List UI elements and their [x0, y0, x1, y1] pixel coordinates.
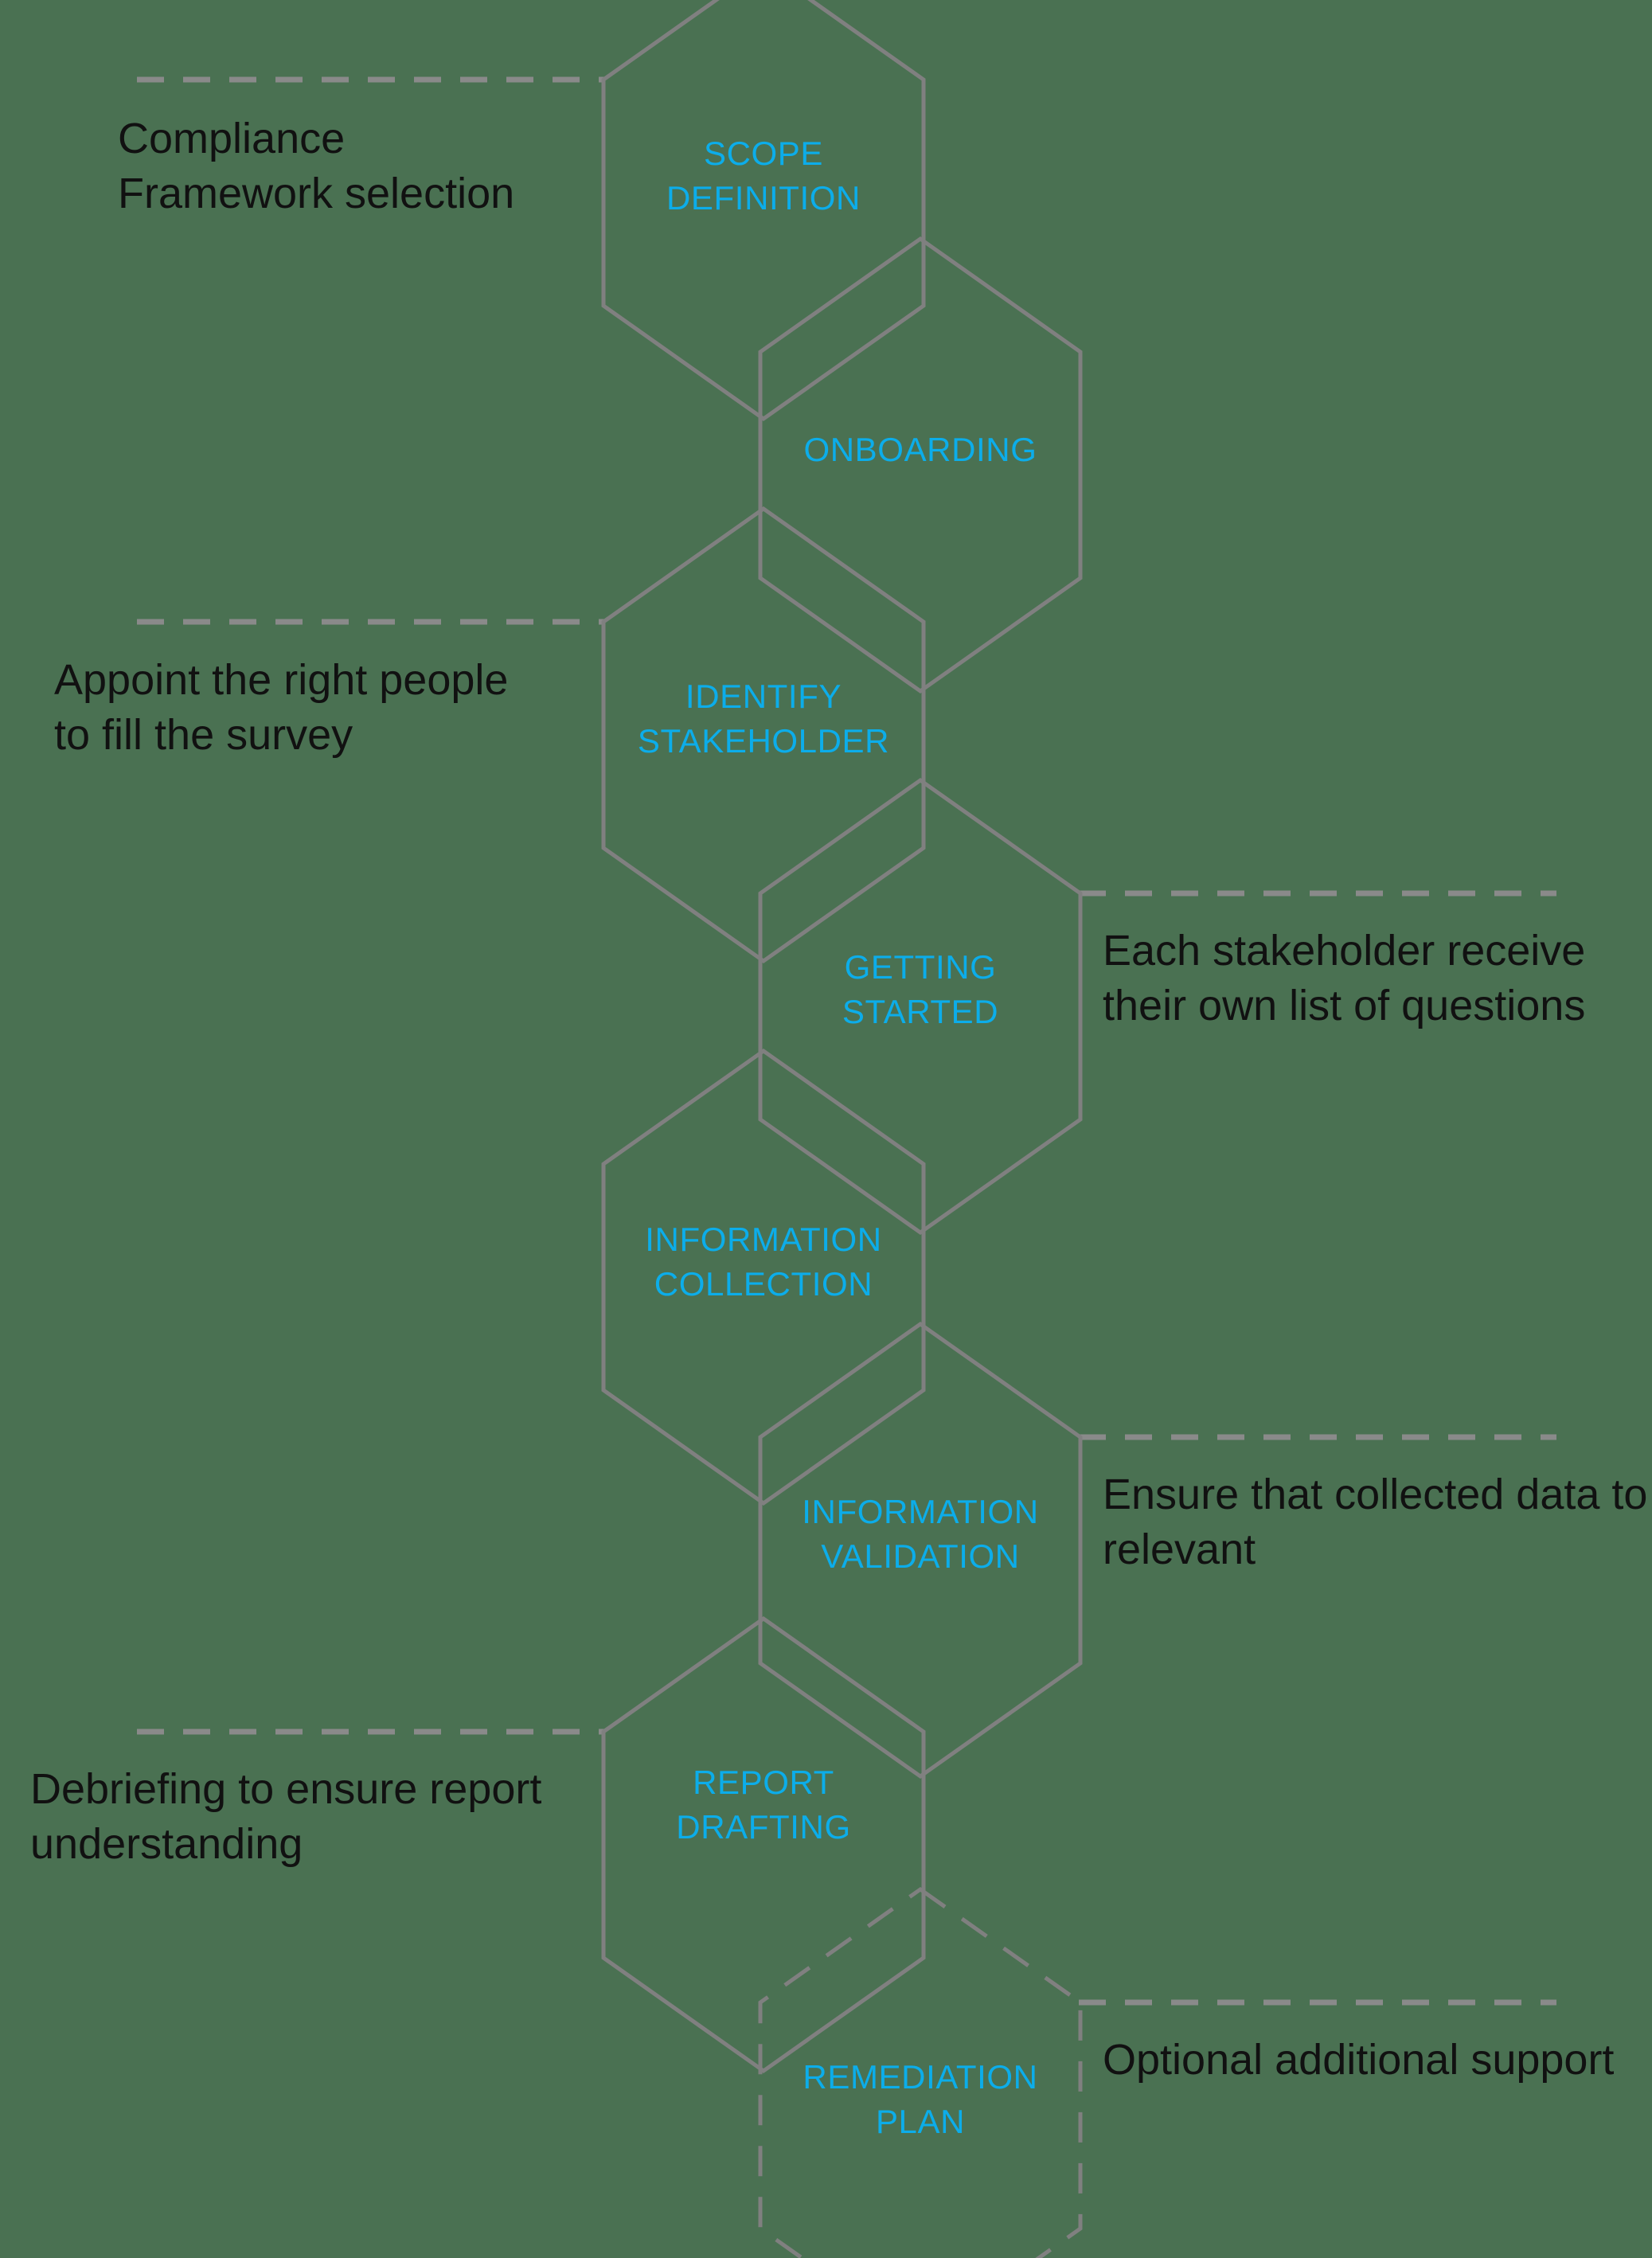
hexagon-report-drafting-label-line2: DRAFTING — [676, 1808, 850, 1846]
hexagon-information-validation-label-line1: INFORMATION — [802, 1493, 1038, 1530]
note-identify-stakeholder: Appoint the right people to fill the sur… — [54, 656, 509, 760]
note-remediation-plan: Optional additional support — [1103, 2036, 1615, 2084]
hexagon-getting-started[interactable]: GETTING STARTED — [758, 777, 1083, 1236]
hexagon-remediation-plan-label-line1: REMEDIATION — [803, 2058, 1037, 2096]
hexagon-scope-definition-label-line2: DEFINITION — [666, 179, 861, 217]
hexagon-onboarding-outline — [758, 236, 1083, 694]
hexagon-identify-stakeholder-outline — [601, 506, 926, 964]
hexagon-scope-definition-label-line1: SCOPE — [704, 135, 823, 172]
hexagon-identify-stakeholder-label-line1: IDENTIFY — [685, 678, 842, 715]
note-scope-definition: Compliance Framework selection — [118, 115, 515, 218]
hexagon-report-drafting-outline — [601, 1615, 926, 2074]
note-report-drafting: Debriefing to ensure report understandin… — [30, 1765, 542, 1869]
hexagon-onboarding-label-line1: ONBOARDING — [803, 431, 1037, 468]
note-information-validation: Ensure that collected data to relevant — [1103, 1471, 1648, 1574]
hexagon-report-drafting[interactable]: REPORT DRAFTING — [601, 1615, 926, 2074]
hexagon-information-validation[interactable]: INFORMATION VALIDATION — [758, 1321, 1083, 1779]
hexagon-information-collection-outline — [601, 1048, 926, 1506]
hexagon-remediation-plan-outline — [758, 1886, 1083, 2258]
hexagon-identify-stakeholder-label-line2: STAKEHOLDER — [638, 722, 889, 760]
hexagon-information-collection[interactable]: INFORMATION COLLECTION — [601, 1048, 926, 1506]
hexagon-remediation-plan[interactable]: REMEDIATION PLAN — [758, 1886, 1083, 2258]
hexagon-information-collection-label-line1: INFORMATION — [645, 1221, 881, 1258]
hexagon-report-drafting-label-line1: REPORT — [693, 1764, 834, 1801]
hexagon-information-validation-label-line2: VALIDATION — [821, 1537, 1020, 1575]
hexagon-identify-stakeholder[interactable]: IDENTIFY STAKEHOLDER — [601, 506, 926, 964]
hexagon-onboarding[interactable]: ONBOARDING — [758, 236, 1083, 694]
hexagon-scope-definition-outline — [601, 0, 926, 422]
hexagon-getting-started-outline — [758, 777, 1083, 1236]
hexagon-getting-started-label-line2: STARTED — [842, 993, 998, 1030]
hexagon-getting-started-label-line1: GETTING — [845, 948, 997, 986]
hexagon-remediation-plan-label-line2: PLAN — [876, 2103, 965, 2140]
hexagon-information-collection-label-line2: COLLECTION — [654, 1265, 873, 1303]
hexagon-information-validation-outline — [758, 1321, 1083, 1779]
hexagon-scope-definition[interactable]: SCOPE DEFINITION — [601, 0, 926, 422]
note-getting-started: Each stakeholder receive their own list … — [1103, 927, 1586, 1030]
